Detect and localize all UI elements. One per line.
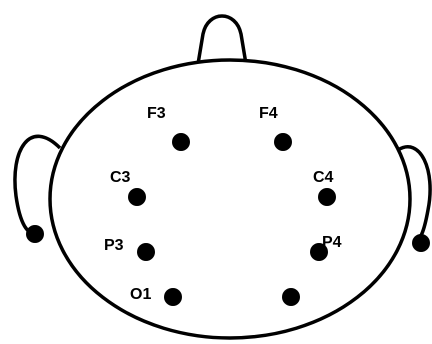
electrode-c4 — [318, 188, 336, 206]
label-p4: P4 — [322, 234, 342, 251]
left-ear-reference-electrode — [26, 225, 44, 243]
label-c4: C4 — [313, 169, 334, 186]
right-ear-reference-electrode — [412, 234, 430, 252]
label-f3: F3 — [147, 105, 166, 122]
label-c3: C3 — [110, 169, 131, 186]
nose — [198, 16, 246, 64]
electrode-p3 — [137, 243, 155, 261]
label-p3: P3 — [104, 237, 124, 254]
head-outline — [50, 60, 410, 338]
electrode-o2 — [282, 288, 300, 306]
label-o1: O1 — [130, 286, 151, 303]
electrode-c3 — [128, 188, 146, 206]
electrode-o1 — [164, 288, 182, 306]
electrode-f4 — [274, 133, 292, 151]
label-f4: F4 — [259, 105, 278, 122]
electrode-f3 — [172, 133, 190, 151]
